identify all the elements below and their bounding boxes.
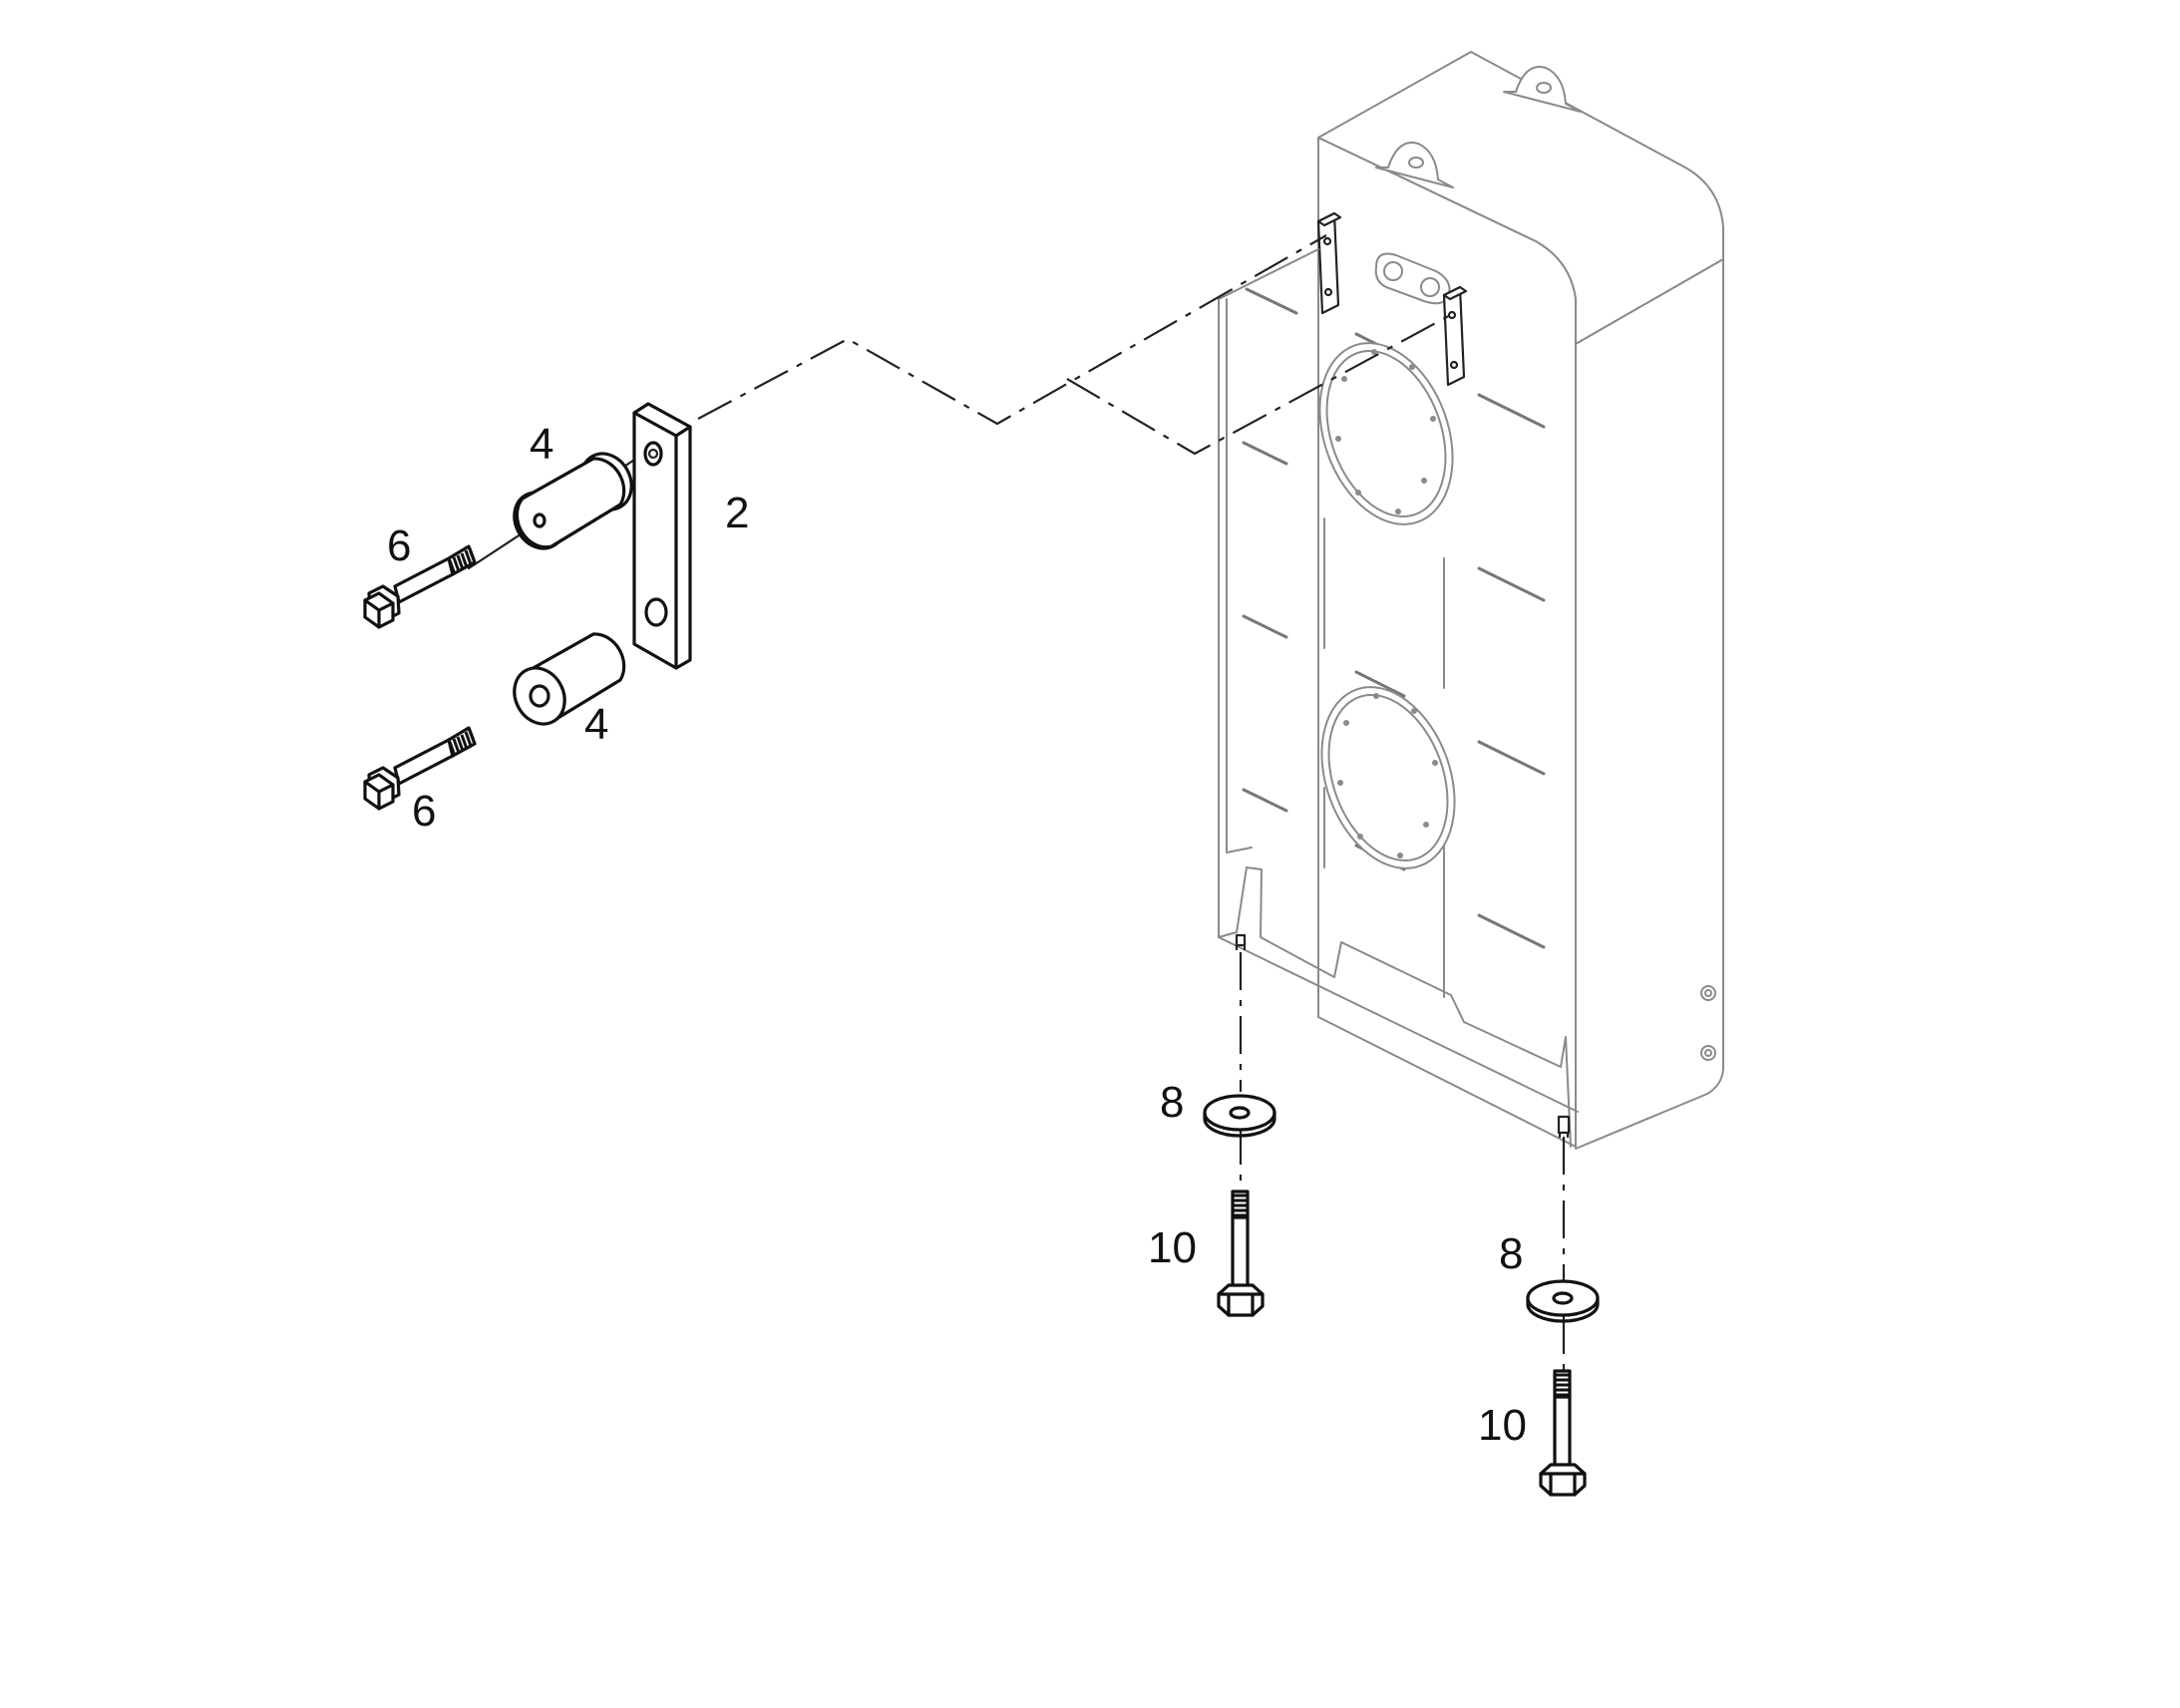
- washer-left: [1203, 1094, 1276, 1138]
- spacer-lower: [513, 632, 626, 726]
- hex-bolt-vertical-right: [1539, 1369, 1587, 1497]
- callout-4-upper: 4: [530, 420, 553, 469]
- callout-10-left: 10: [1148, 1223, 1197, 1272]
- callout-8-right: 8: [1499, 1229, 1523, 1278]
- callout-6-lower: 6: [412, 787, 436, 836]
- enclosure: [1218, 51, 1724, 1150]
- callout-10-right: 10: [1478, 1401, 1527, 1450]
- hex-bolt-upper: [363, 544, 477, 629]
- hex-bolt-vertical-left: [1217, 1190, 1265, 1317]
- mounting-plate: [632, 402, 692, 670]
- washer-right: [1526, 1279, 1600, 1323]
- callout-6-upper: 6: [387, 521, 411, 570]
- callout-4-lower: 4: [584, 700, 608, 749]
- callout-2: 2: [725, 489, 749, 537]
- callout-8-left: 8: [1160, 1078, 1184, 1127]
- hex-bolt-lower: [363, 726, 477, 811]
- callout-labels: 2 4 4 6 6 8 8 10 10: [387, 420, 1527, 1450]
- spacer-upper: [513, 452, 633, 550]
